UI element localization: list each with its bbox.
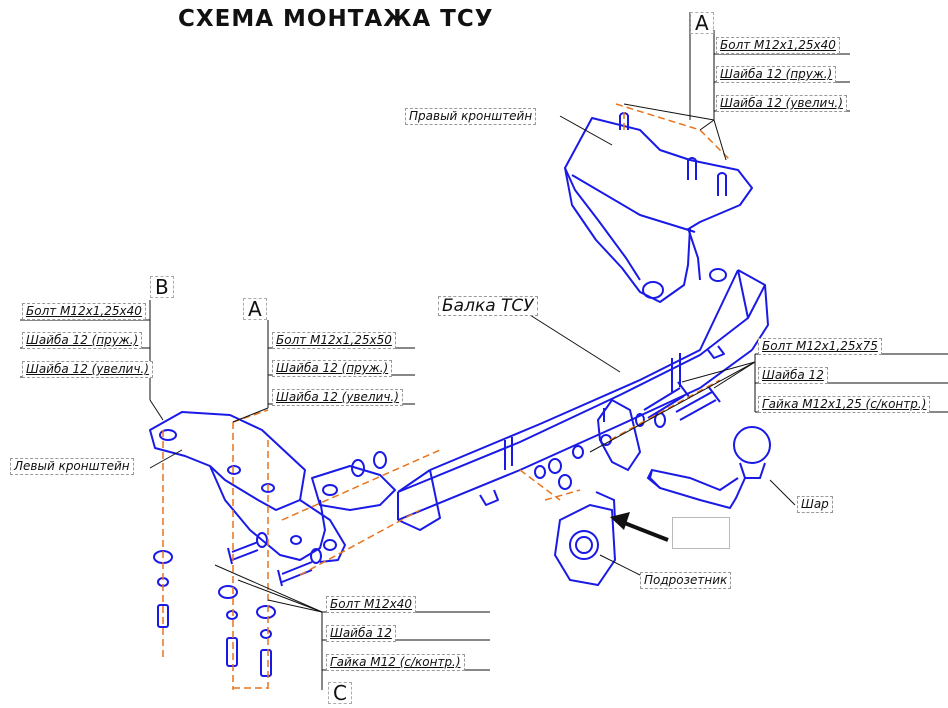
b-spring-washer-label: Шайба 12 (пруж.)	[22, 332, 143, 349]
a-top-bolt-label: Болт М12x1,25x40	[716, 37, 840, 54]
section-letter-c: C	[328, 682, 352, 704]
right-bracket-drawing	[564, 112, 753, 303]
right-nut-label: Гайка М12x1,25 (с/контр.)	[758, 396, 931, 413]
beam-drawing	[397, 269, 769, 531]
a-top-large-washer-label: Шайба 12 (увелич.)	[716, 95, 847, 112]
left-bracket-label: Левый кронштейн	[10, 458, 134, 475]
left-bracket-drawing	[149, 411, 396, 587]
b-bolt-label: Болт М12x1,25x40	[22, 303, 146, 320]
pointer-arrow	[610, 512, 669, 542]
section-letter-b: B	[150, 276, 174, 298]
socket-plate-drawing	[553, 491, 617, 587]
a-left-large-washer-label: Шайба 12 (увелич.)	[272, 389, 403, 406]
c-bolt-label: Болт М12x40	[326, 596, 417, 613]
ball-label: Шар	[797, 496, 833, 513]
blank-callout-box	[672, 517, 730, 549]
b-large-washer-label: Шайба 12 (увелич.)	[22, 361, 153, 378]
diagram-title: СХЕМА МОНТАЖА ТСУ	[178, 6, 494, 32]
socket-plate-label: Подрозетник	[640, 572, 732, 589]
right-bolts-drawing	[534, 381, 721, 490]
axis-lines	[162, 103, 731, 690]
c-washer-label: Шайба 12	[326, 625, 396, 642]
ball-drawing	[646, 426, 771, 510]
a-left-spring-washer-label: Шайба 12 (пруж.)	[272, 360, 393, 377]
section-letter-a-left: A	[243, 298, 267, 320]
a-top-spring-washer-label: Шайба 12 (пруж.)	[716, 66, 837, 83]
right-washer-label: Шайба 12	[758, 367, 828, 384]
right-bracket-label: Правый кронштейн	[405, 108, 537, 125]
right-bolt-label: Болт М12x1,25x75	[758, 338, 882, 355]
c-nut-label: Гайка М12 (с/контр.)	[326, 654, 465, 671]
section-letter-a-top: A	[690, 12, 714, 34]
lower-fasteners-drawing	[153, 550, 276, 677]
beam-label: Балка ТСУ	[438, 296, 538, 316]
a-left-bolt-label: Болт М12x1,25x50	[272, 332, 396, 349]
